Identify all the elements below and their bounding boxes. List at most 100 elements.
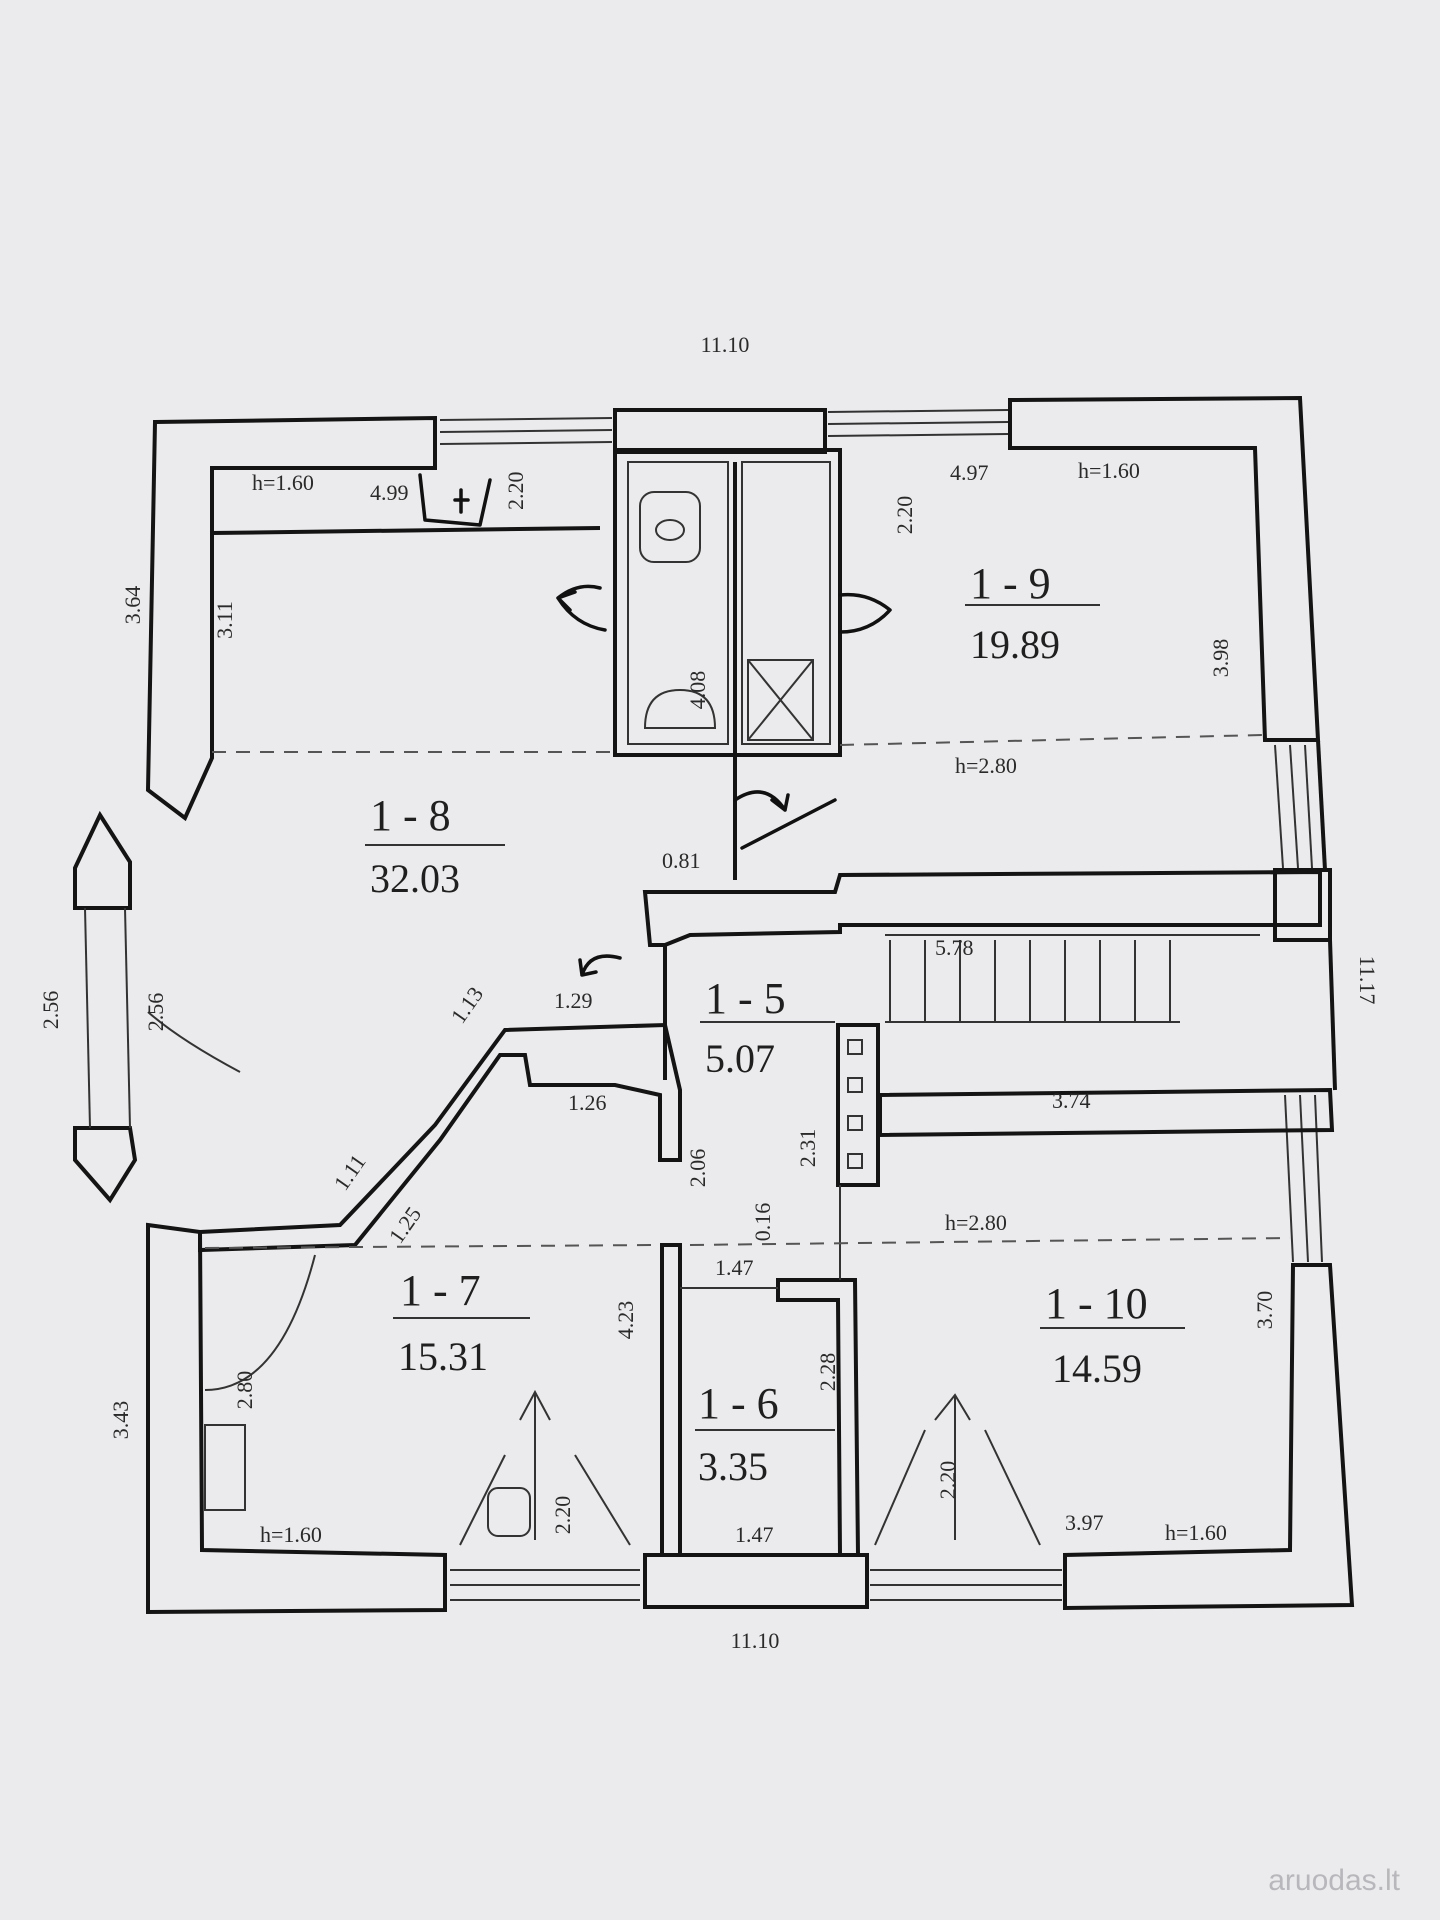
door-swing-1-8 [147, 1011, 241, 1073]
dim-label: h=2.80 [945, 1210, 1007, 1235]
wall-bottom-right [1063, 1263, 1355, 1611]
dim-label: 0.16 [750, 1203, 775, 1242]
dim-label: 3.11 [212, 601, 237, 639]
fixtures [147, 473, 1041, 1546]
dim-bottom-overall: 11.10 [731, 1628, 780, 1653]
dim-label: 3.97 [1065, 1510, 1104, 1535]
room-id: 1 - 6 [698, 1379, 779, 1428]
dim-label: 2.31 [795, 1129, 820, 1168]
dim-label: 5.78 [935, 935, 974, 960]
wall-bathroom [613, 448, 842, 757]
radiator-1-7 [204, 1424, 246, 1511]
wall-right-upper [1316, 739, 1327, 871]
room-labels: 1 - 8 32.03 1 - 9 19.89 1 - 5 5.07 1 - 7… [365, 559, 1185, 1489]
room-1-9: 1 - 9 19.89 [965, 559, 1100, 667]
room-area: 5.07 [705, 1036, 775, 1081]
room-area: 32.03 [370, 856, 460, 901]
dim-top-overall: 11.10 [701, 332, 750, 357]
room-1-7: 1 - 7 15.31 [393, 1266, 530, 1379]
dim-label: h=2.80 [955, 753, 1017, 778]
room-area: 3.35 [698, 1444, 768, 1489]
wall-closet-1-8 [211, 526, 601, 535]
dim-label: 1.29 [554, 988, 593, 1013]
wall-top-middle [613, 408, 827, 454]
room-id: 1 - 7 [400, 1266, 481, 1315]
room-1-5: 1 - 5 5.07 [700, 974, 835, 1081]
dim-label: h=1.60 [252, 470, 314, 495]
wall-bay-upper [73, 810, 132, 910]
dim-label: 2.28 [815, 1353, 840, 1392]
triangle-1-10 [874, 1429, 1041, 1546]
door-swing-right [838, 592, 892, 634]
window-bay-left [84, 907, 91, 1129]
dim-label: 3.70 [1252, 1291, 1277, 1330]
dim-label: 2.20 [550, 1496, 575, 1535]
door-swing-1-7 [204, 1254, 316, 1391]
sink-sketch [418, 473, 492, 527]
dim-label: 2.80 [232, 1371, 257, 1410]
door-swing-sketch [556, 584, 607, 632]
room-id: 1 - 10 [1045, 1279, 1148, 1328]
interior-walls [198, 448, 1335, 1557]
dim-label: 2.20 [892, 496, 917, 535]
wall-bay-lower [73, 1126, 138, 1204]
room-area: 19.89 [970, 622, 1060, 667]
room-1-8: 1 - 8 32.03 [365, 791, 505, 901]
room-id: 1 - 9 [970, 559, 1051, 608]
room-id: 1 - 8 [370, 791, 451, 840]
wall-stair-bottom [878, 1087, 1335, 1138]
dim-label: 1.13 [446, 982, 489, 1028]
dim-label: h=1.60 [260, 1522, 322, 1547]
wall-right-mid [1328, 939, 1337, 1091]
dim-label: 3.64 [120, 586, 145, 625]
wall-right-pillar [1273, 868, 1332, 942]
dim-label: 3.43 [108, 1401, 133, 1440]
dim-label: h=1.60 [1078, 458, 1140, 483]
dim-label: 2.56 [38, 991, 63, 1030]
door-arrow-sketch [733, 790, 837, 850]
dim-label: 1.26 [568, 1090, 607, 1115]
sink [643, 688, 717, 729]
room-id: 1 - 5 [705, 974, 786, 1023]
wall-1-7-1-6 [660, 1243, 682, 1557]
dim-label: 4.97 [950, 460, 989, 485]
room-area: 15.31 [398, 1334, 488, 1379]
triangle-1-7 [459, 1454, 631, 1546]
dim-label: 3.74 [1052, 1088, 1091, 1113]
stairs [885, 934, 1260, 1023]
wall-top-right [1008, 395, 1321, 742]
wall-corridor-top [642, 869, 1322, 947]
dim-label: 4.99 [370, 480, 409, 505]
arrow-1-10 [934, 1393, 971, 1540]
dim-label: 0.81 [662, 848, 701, 873]
wall-diagonal [198, 1022, 682, 1253]
dim-right-overall: 11.17 [1355, 956, 1380, 1005]
wall-top-left [145, 415, 437, 822]
dim-label: 1.47 [715, 1255, 754, 1280]
bathroom-right-cell [741, 461, 831, 745]
dim-label: 1.11 [329, 1150, 371, 1195]
dim-label: 2.06 [685, 1149, 710, 1188]
watermark: aruodas.lt [1268, 1864, 1400, 1897]
room-1-6: 1 - 6 3.35 [695, 1379, 835, 1489]
ceiling-lines [204, 734, 1291, 1249]
chimney [836, 1023, 880, 1187]
dim-label: 4.23 [613, 1301, 638, 1340]
window-bay-left-inner [124, 907, 131, 1129]
flue-3 [847, 1115, 863, 1131]
toilet [639, 491, 701, 563]
dim-label: 4.08 [685, 671, 710, 710]
flue-1 [847, 1039, 863, 1055]
shower [747, 659, 814, 741]
dim-label: 1.47 [735, 1522, 774, 1547]
dim-label: 2.56 [143, 993, 168, 1032]
dim-label: 2.20 [503, 472, 528, 511]
dim-label: h=1.60 [1165, 1520, 1227, 1545]
door-arrow-1-5 [578, 954, 622, 977]
dim-label: 3.98 [1208, 639, 1233, 678]
dim-label: 2.20 [935, 1461, 960, 1500]
flue-4 [847, 1153, 863, 1169]
wall-1-6-1-10 [776, 1278, 861, 1557]
dim-label: 1.25 [384, 1202, 427, 1248]
